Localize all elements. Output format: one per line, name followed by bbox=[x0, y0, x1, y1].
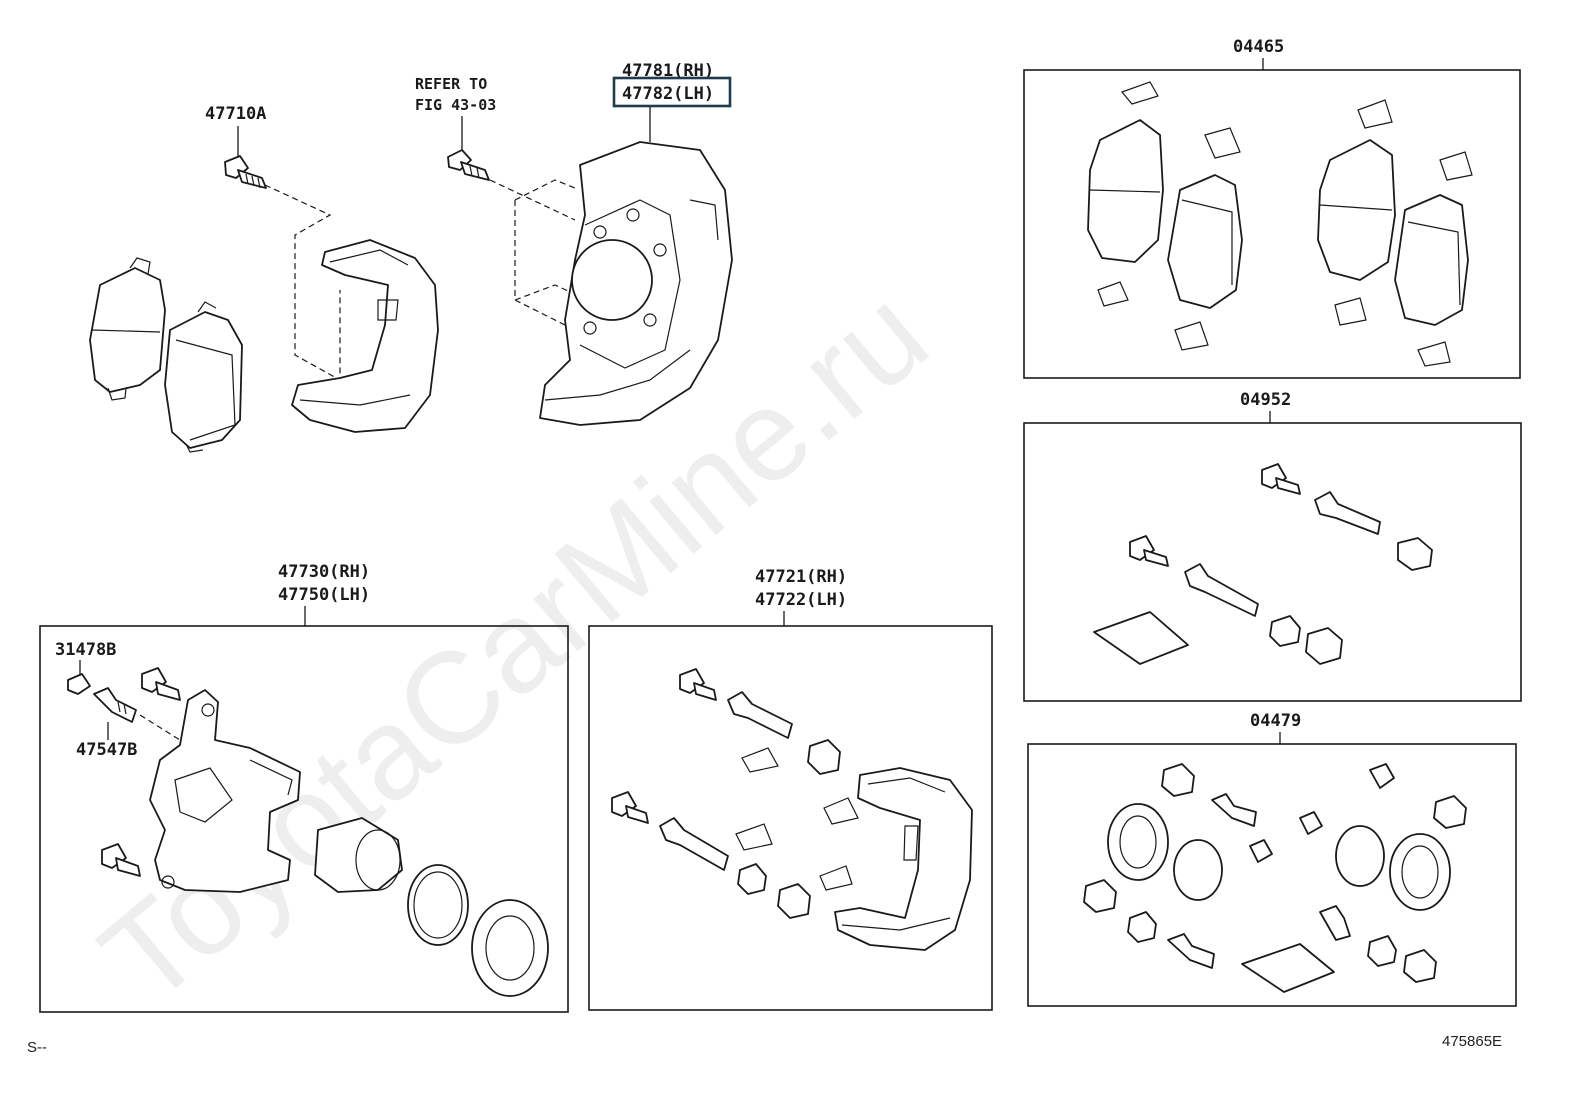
kit-box-04479[interactable] bbox=[1027, 743, 1517, 1007]
label-04479: 04479 bbox=[1250, 711, 1301, 731]
label-47721-rh: 47721(RH) bbox=[755, 567, 847, 587]
label-04952: 04952 bbox=[1240, 390, 1291, 410]
dashed-guide-bleeder bbox=[139, 714, 181, 741]
figure-code: 475865E bbox=[1442, 1033, 1502, 1050]
kit-box-04465[interactable] bbox=[1023, 69, 1521, 379]
label-47722-lh: 47722(LH) bbox=[755, 590, 847, 610]
label-refer-to: REFER TO bbox=[415, 75, 487, 93]
brake-pad-pair-loose[interactable] bbox=[89, 257, 243, 453]
bolt-refer-fig[interactable] bbox=[447, 149, 490, 181]
label-47781-rh: 47781(RH) bbox=[622, 61, 714, 81]
label-refer-fig: FIG 43-03 bbox=[415, 96, 496, 114]
dashed-guide-shield bbox=[489, 179, 611, 331]
bleeder-cap-31478B[interactable] bbox=[67, 673, 91, 695]
caliper-bolt-bottom[interactable] bbox=[101, 843, 141, 877]
label-47730-rh: 47730(RH) bbox=[278, 562, 370, 582]
mounting-kit-parts bbox=[611, 668, 859, 919]
cylinder-boot[interactable] bbox=[471, 899, 549, 997]
dashed-guide-left bbox=[264, 184, 341, 382]
piston-seal[interactable] bbox=[407, 864, 469, 946]
cylinder-body[interactable] bbox=[149, 689, 301, 893]
cylinder-box-47730[interactable] bbox=[39, 625, 569, 1013]
bolt-47710A[interactable] bbox=[224, 155, 267, 189]
footer-left-code: S-- bbox=[27, 1039, 47, 1056]
label-31478B: 31478B bbox=[55, 640, 116, 660]
highlight-box-47782[interactable] bbox=[612, 76, 732, 108]
kit-box-04952[interactable] bbox=[1023, 422, 1522, 702]
bleeder-plug-47547B[interactable] bbox=[93, 687, 137, 723]
mounting-box-47721[interactable] bbox=[588, 625, 993, 1011]
cylinder-kit-04479-parts bbox=[1083, 763, 1467, 993]
label-04465: 04465 bbox=[1233, 37, 1284, 57]
label-47710A: 47710A bbox=[205, 104, 266, 124]
caliper-mounting-bracket[interactable] bbox=[834, 767, 973, 951]
caliper-bolt-top[interactable] bbox=[141, 667, 181, 701]
caliper-mounting-dashed[interactable] bbox=[291, 239, 439, 433]
disc-brake-dust-cover[interactable] bbox=[539, 141, 733, 426]
guide-kit-04952-parts bbox=[1093, 463, 1433, 665]
label-47782-lh: 47782(LH) bbox=[622, 84, 714, 104]
label-47547B: 47547B bbox=[76, 740, 137, 760]
pad-kit-04465-parts bbox=[1087, 81, 1473, 367]
label-47750-lh: 47750(LH) bbox=[278, 585, 370, 605]
cylinder-piston[interactable] bbox=[314, 817, 403, 893]
